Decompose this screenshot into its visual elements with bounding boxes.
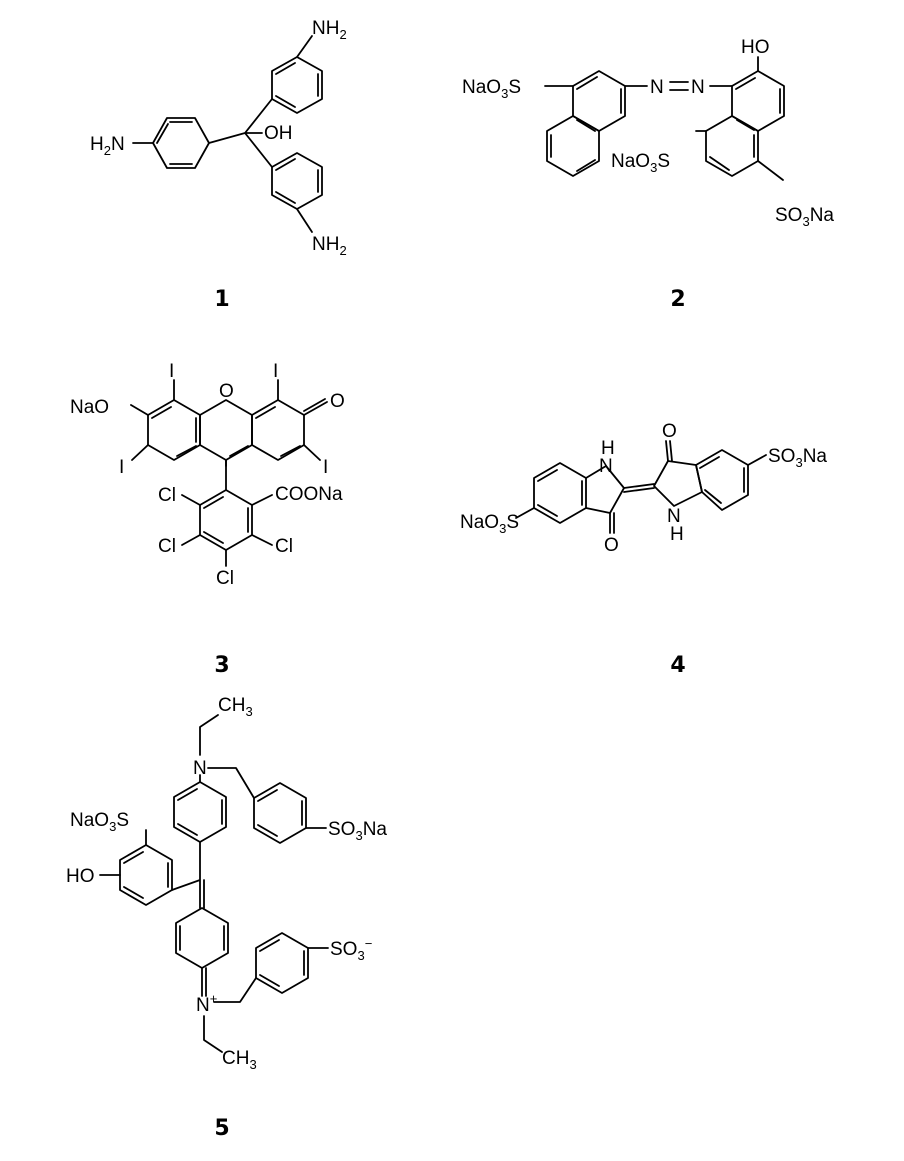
c2-naph-left-double (550, 76, 622, 172)
c4-carbonyl-right (665, 440, 673, 462)
c2-naph-right-ring-b (705, 115, 759, 177)
c1-bond-nh2-top (296, 35, 313, 58)
c3-nao: NaO (70, 397, 109, 418)
c2-azo-n1: N (650, 77, 664, 98)
c1-ring-left (152, 117, 210, 169)
c4-so3na: SO3Na (768, 446, 827, 470)
c1-oh: OH (264, 123, 293, 144)
c4-n-top: N (599, 456, 613, 477)
c5-sulfophenol-ring (119, 844, 173, 906)
c4-pyrrolone-right (653, 460, 703, 507)
c4-central-double (623, 483, 655, 493)
c5-so3-minus: SO3− (330, 936, 372, 963)
c3-cl-1: Cl (158, 485, 176, 506)
c4-o-bottom: O (604, 535, 619, 556)
c5-sulfobenzyl-top-ring (253, 782, 307, 844)
c4-nao3s: NaO3S (460, 512, 519, 536)
c4-benzene-right-double (699, 456, 745, 504)
c3-phenyl-ring (199, 489, 253, 551)
compound-5-number: 5 (214, 1116, 229, 1141)
compound-1-number: 1 (214, 287, 229, 312)
c4-h-bottom: H (670, 524, 684, 545)
c3-xanthene-right (251, 399, 305, 461)
c5-sulfophenol-double (123, 851, 169, 899)
c5-aminophenyl-ring (173, 781, 227, 843)
c3-i-3: I (119, 457, 124, 478)
c3-xanthene-center (199, 399, 253, 461)
c5-ho: HO (66, 866, 95, 887)
c1-ring-bottom (271, 152, 323, 210)
compound-5: CH3 N NaO3S SO3Na HO SO3− N+ CH3 5 (66, 695, 387, 1141)
c2-so3na: SO3Na (775, 205, 834, 229)
c1-central-bonds (208, 98, 273, 168)
c4-substituent-bonds (515, 454, 767, 519)
c2-nao3s-mid: NaO3S (611, 151, 670, 175)
c1-bond-nh2-bottom (296, 208, 313, 233)
compound-4: H N O SO3Na NaO3S O N H 4 (460, 421, 827, 678)
c1-nh2-top: NH2 (312, 18, 347, 42)
c1-ring-top-double (275, 62, 319, 108)
c2-naph-right-double (709, 77, 781, 171)
c4-benzene-left (533, 462, 587, 524)
compound-3: NaO I O I O I I Cl COONa Cl Cl Cl 3 (70, 361, 345, 678)
c5-n-amine: N (193, 758, 207, 779)
compound-1: NH2 H2N OH NH2 1 (90, 18, 347, 312)
c3-xanthene-left (147, 399, 201, 461)
c5-quinoid-ring (175, 907, 229, 969)
c4-n-bottom: N (667, 506, 681, 527)
c5-n-plus: N+ (196, 991, 217, 1016)
c5-sulfophenol-substituents (99, 829, 147, 876)
c1-nh2-bottom: NH2 (312, 234, 347, 258)
compound-2-number: 2 (670, 287, 685, 312)
c5-nplus-bonds (203, 977, 257, 1053)
c2-bond-so3na (757, 160, 784, 181)
c2-azo-double-bond (669, 81, 689, 91)
c5-ch3-bottom: CH3 (222, 1048, 257, 1072)
c3-substituent-bonds (130, 379, 321, 461)
c5-sulfobenzyl-bottom-double (259, 939, 305, 987)
c5-central-carbon (171, 841, 205, 909)
compound-3-number: 3 (214, 653, 229, 678)
c3-i-1: I (169, 361, 174, 382)
c1-ring-top (271, 56, 323, 114)
c5-ch3-top: CH3 (218, 695, 253, 719)
c3-cl-4: Cl (216, 568, 234, 589)
c5-sulfobenzyl-top-double (257, 789, 303, 837)
compound-4-number: 4 (670, 653, 685, 678)
c3-keto-bond (303, 398, 328, 416)
c2-naph-left-ring-b (546, 115, 600, 177)
c3-i-2: I (273, 361, 278, 382)
c5-sulfobenzyl-bottom-ring (255, 932, 309, 994)
c1-ring-left-double (156, 121, 193, 165)
c5-nao3s: NaO3S (70, 810, 129, 834)
c5-benzyl-top-link (207, 767, 255, 799)
compound-2: NaO3S N N HO NaO3S SO3Na 2 (462, 37, 834, 312)
c5-ethyl-top (199, 714, 219, 756)
c5-aminophenyl-double (177, 788, 223, 836)
c1-h2n-left: H2N (90, 134, 125, 158)
c4-benzene-right (695, 449, 749, 511)
c3-o-ring: O (219, 381, 234, 402)
c4-benzene-left-double (537, 469, 583, 517)
c3-phenyl-substituents (181, 494, 273, 567)
c3-i-4: I (323, 457, 328, 478)
c2-nao3s-left: NaO3S (462, 77, 521, 101)
c4-o-top: O (662, 421, 677, 442)
c3-xanthene-double (151, 406, 301, 467)
c4-h-top: H (601, 438, 615, 459)
c1-ring-bottom-double (275, 158, 319, 204)
c2-ho: HO (741, 37, 770, 58)
c3-o-keto: O (330, 391, 345, 412)
c3-phenyl-double (203, 496, 249, 544)
c3-cl-3: Cl (275, 536, 293, 557)
c2-azo-n2: N (691, 77, 705, 98)
c3-coona: COONa (275, 484, 343, 505)
c5-so3na: SO3Na (328, 819, 387, 843)
c5-quinoid-double (179, 925, 225, 997)
c3-cl-2: Cl (158, 536, 176, 557)
